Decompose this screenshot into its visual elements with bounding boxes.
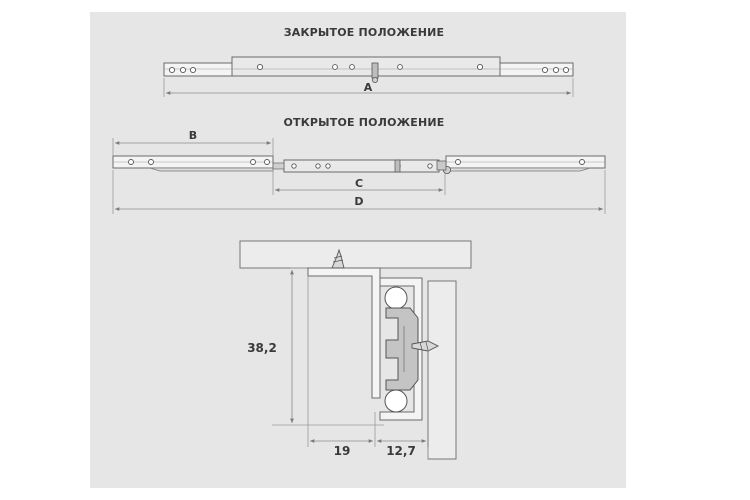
dimension-d: [112, 170, 606, 214]
dimension-c: [272, 171, 446, 195]
screw-top: [331, 248, 345, 269]
closed-position-title: ЗАКРЫТОЕ ПОЛОЖЕНИЕ: [284, 26, 445, 39]
cross-section: [239, 240, 472, 460]
closed-rail: [163, 56, 574, 84]
open-rail: [112, 155, 606, 174]
height-dimension-label: 38,2: [247, 341, 277, 355]
dimension-a-label: A: [364, 81, 373, 94]
open-position-title: ОТКРЫТОЕ ПОЛОЖЕНИЕ: [283, 116, 444, 129]
screw-side: [411, 340, 440, 352]
dimension-d-label: D: [354, 195, 363, 208]
dimension-a: [163, 78, 574, 97]
width-dimension-right-label: 12,7: [386, 444, 416, 458]
width-dimension-left-label: 19: [334, 444, 351, 458]
dimension-c-label: C: [355, 177, 363, 190]
dimension-b: [112, 138, 274, 156]
dimension-b-label: B: [189, 129, 197, 142]
